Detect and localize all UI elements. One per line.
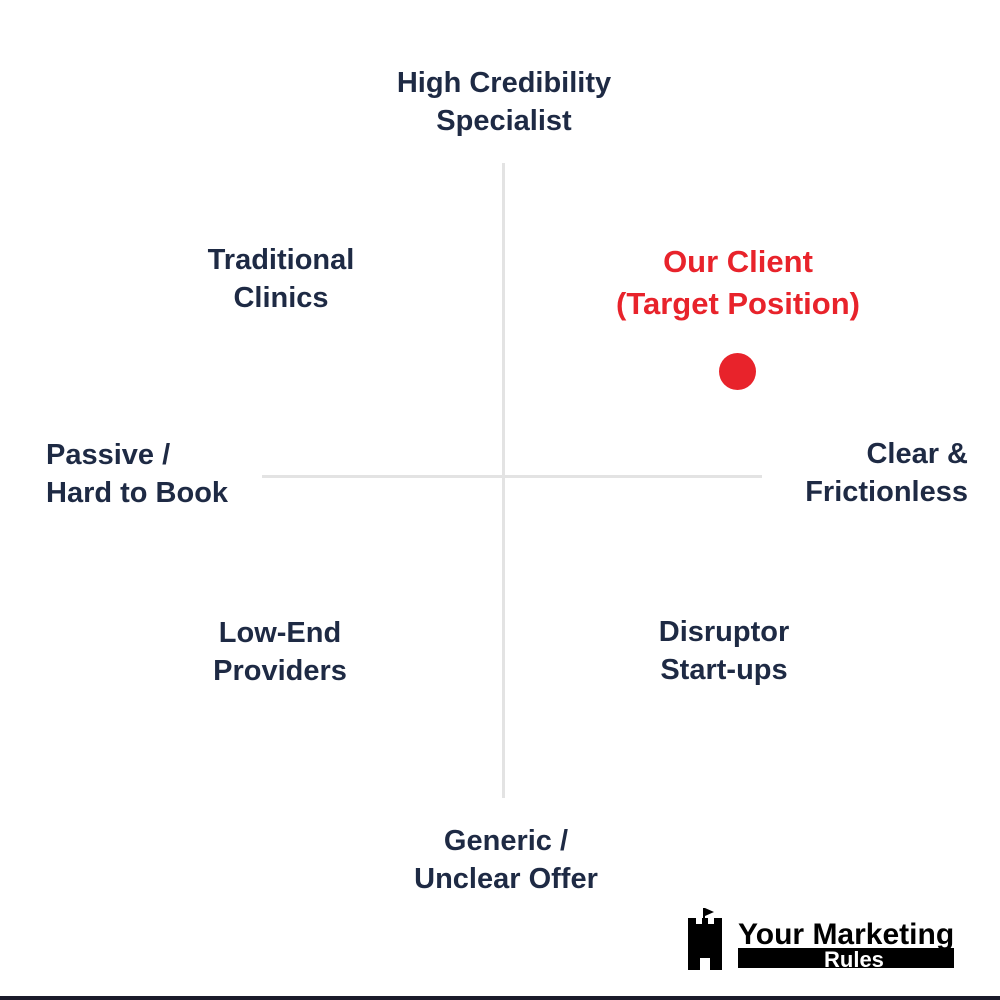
quadrant-bottom-left-line1: Low-End [218, 617, 342, 649]
axis-label-bottom-line1: Generic / [443, 825, 569, 857]
quadrant-top-right-line2: (Target Position) [616, 286, 860, 321]
quadrant-bottom-right: Disruptor Start-ups [659, 613, 790, 689]
axis-label-left-line1: Passive / [46, 439, 171, 471]
quadrant-top-left-line1: Traditional [207, 244, 355, 276]
axis-label-right-line1: Clear & [866, 438, 968, 470]
axis-label-right: Clear & Frictionless [805, 435, 968, 511]
quadrant-top-left: Traditional Clinics [208, 241, 355, 317]
axis-label-right-line2: Frictionless [805, 476, 968, 508]
axis-label-top-line1: High Credibility [396, 67, 612, 99]
quadrant-top-right-target: Our Client (Target Position) [616, 241, 860, 325]
axis-label-left-line2: Hard to Book [46, 477, 229, 509]
quadrant-top-right-line1: Our Client [663, 244, 813, 279]
axis-label-bottom-line2: Unclear Offer [414, 863, 598, 895]
quadrant-bottom-right-line1: Disruptor [658, 616, 790, 648]
logo-line1: Your Marketing [738, 918, 954, 951]
quadrant-bottom-left-line2: Providers [213, 655, 347, 687]
quadrant-top-left-line2: Clinics [233, 282, 329, 314]
axis-label-bottom: Generic / Unclear Offer [414, 822, 598, 898]
axis-label-top: High Credibility Specialist [397, 64, 611, 140]
axis-label-top-line2: Specialist [436, 105, 572, 137]
quadrant-bottom-right-line2: Start-ups [660, 654, 788, 686]
bottom-border [0, 996, 1000, 1000]
vertical-axis [502, 163, 505, 798]
castle-icon [688, 908, 722, 970]
axis-label-left: Passive / Hard to Book [46, 436, 228, 512]
logo-line2: Rules [824, 947, 884, 970]
target-position-marker [719, 353, 756, 390]
brand-logo: Your Marketing Rules [688, 908, 954, 970]
quadrant-bottom-left: Low-End Providers [213, 614, 347, 690]
horizontal-axis [262, 475, 762, 478]
